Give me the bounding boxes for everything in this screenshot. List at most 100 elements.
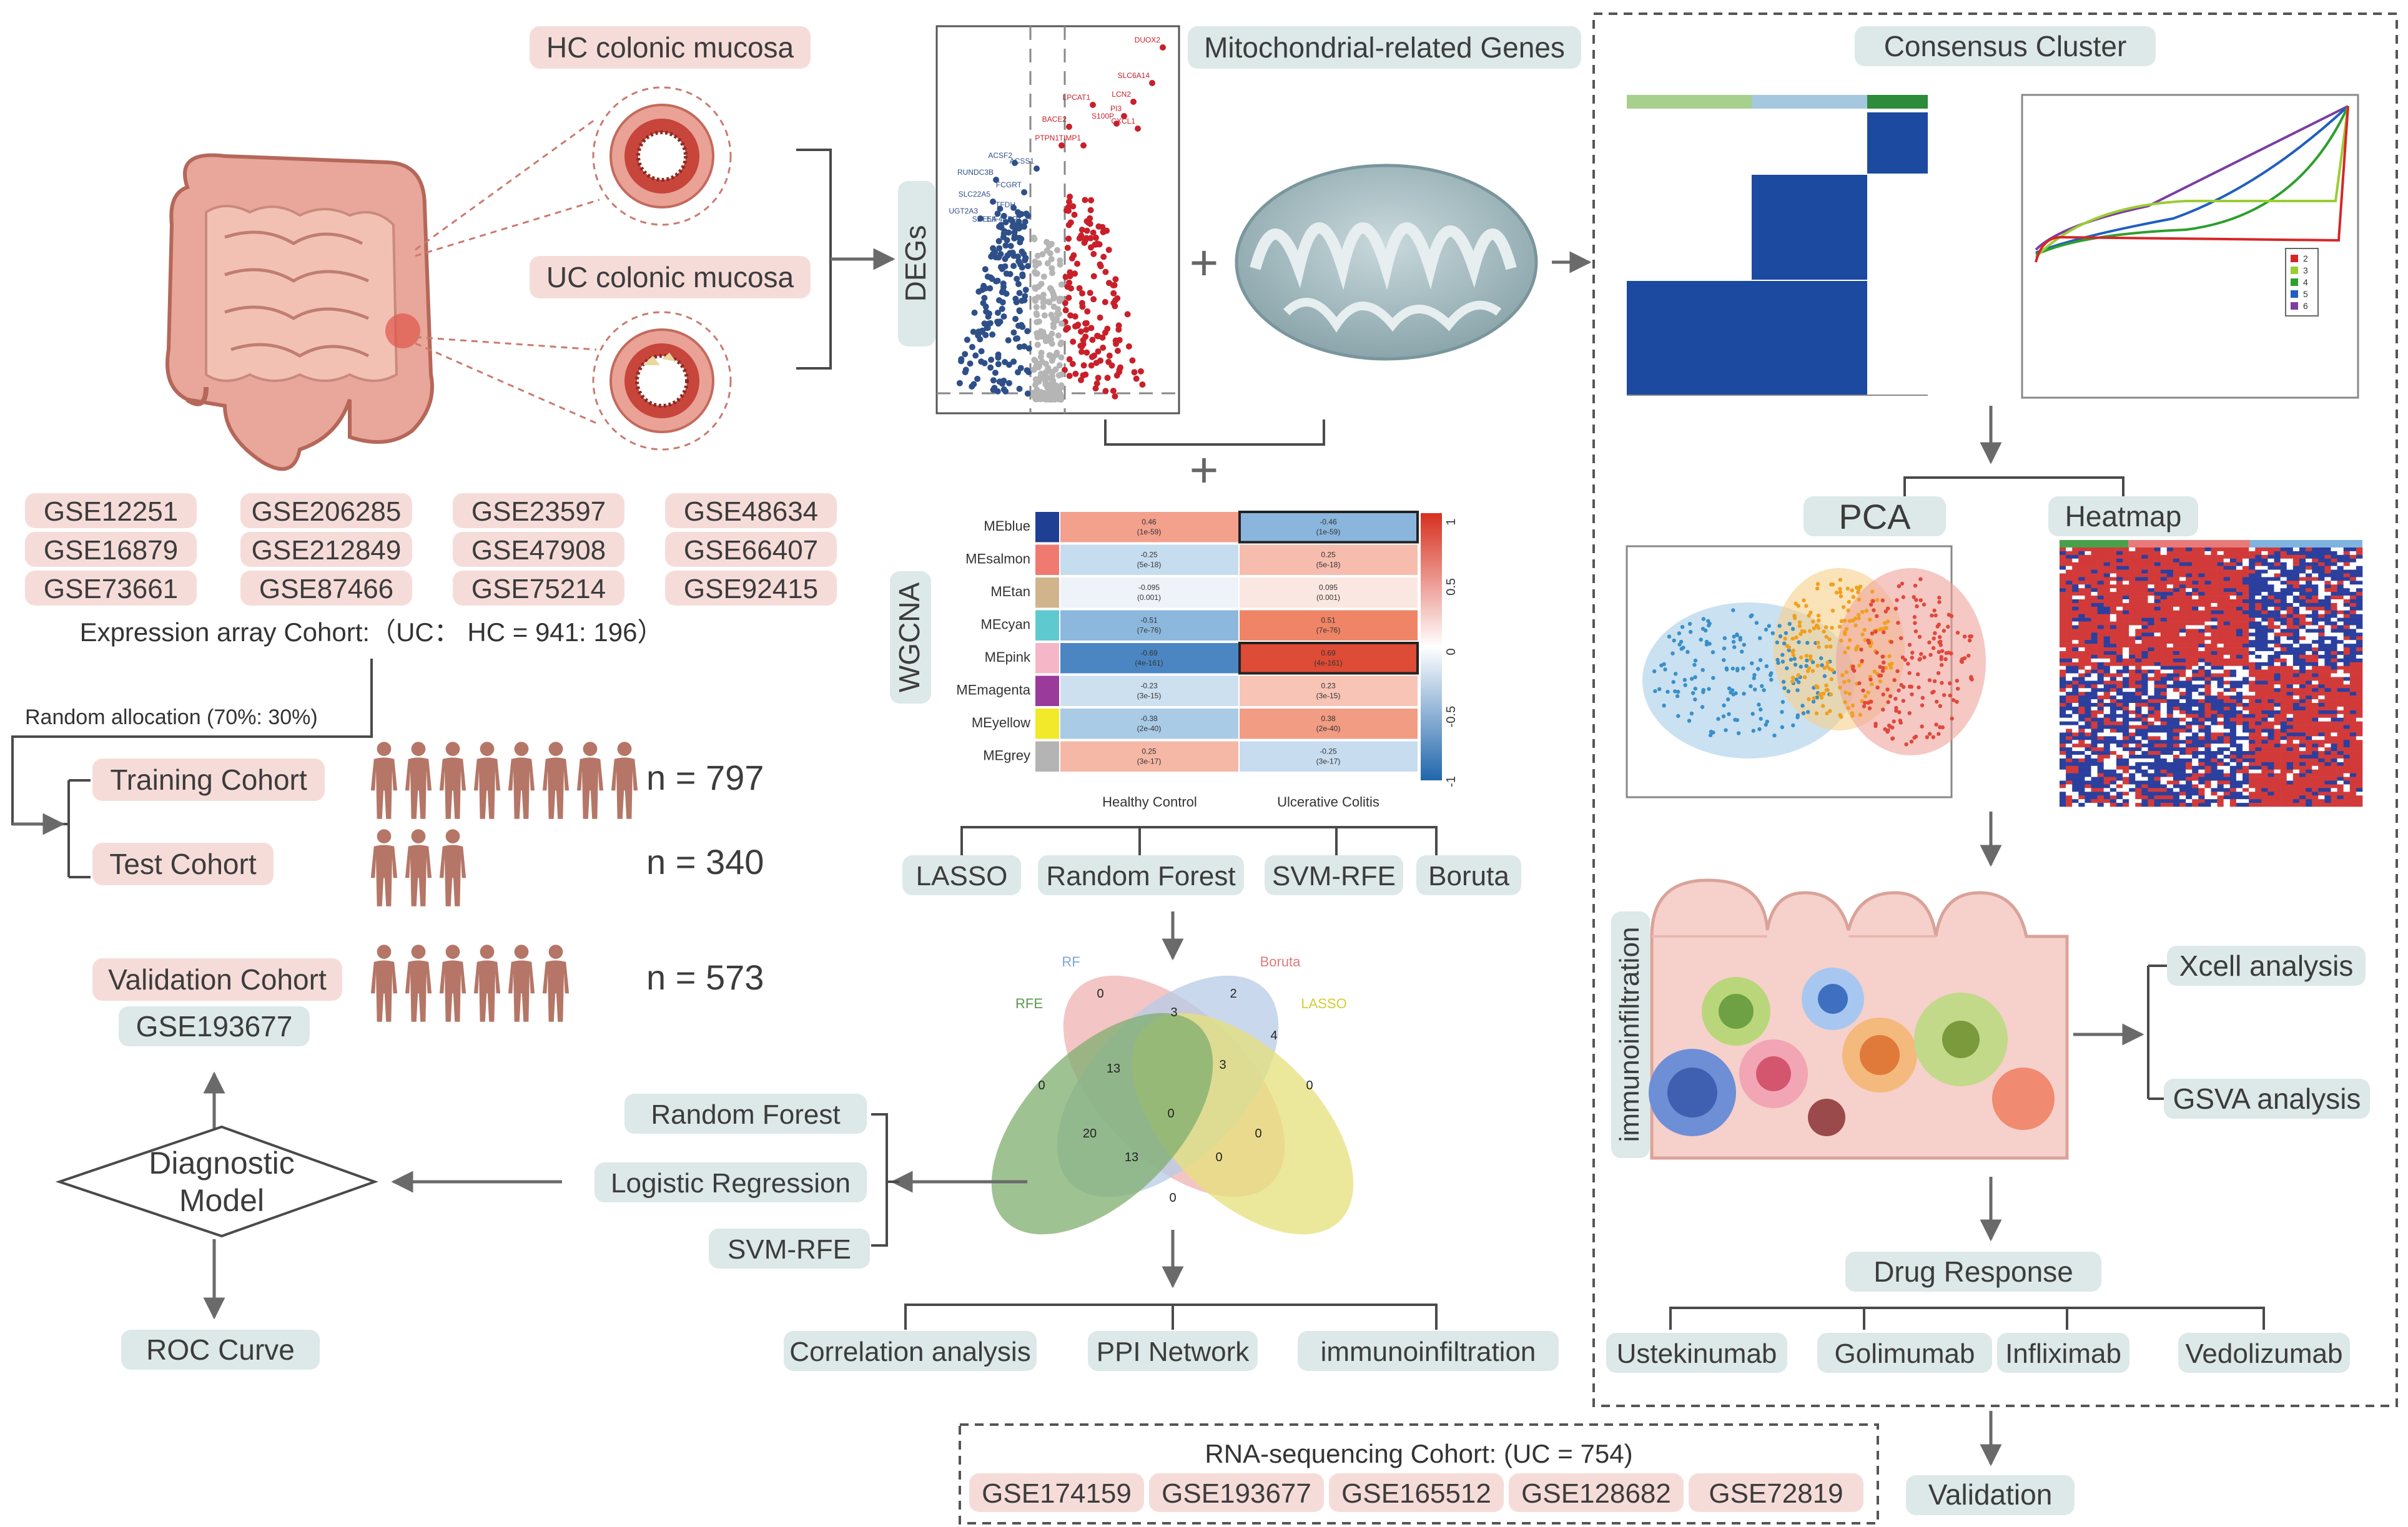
venn-set-label: RF — [1062, 954, 1080, 970]
wgcna-scale-tick: 0 — [1444, 648, 1458, 655]
pca-label: PCA — [1838, 497, 1911, 536]
wgcna-p-value: (4e-161) — [1135, 659, 1163, 667]
wgcna-r-value: 0.46 — [1142, 518, 1157, 526]
wgcna-col-hc: Healthy Control — [1102, 794, 1197, 810]
intestine-illustration — [165, 153, 434, 471]
volcano-plot: DUOX2SLC6A14LCN2PI3CXCL1LPCAT1S100PBACE2… — [935, 25, 1180, 415]
gse-chip: GSE48634 — [684, 496, 818, 527]
wgcna-p-value: (3e-17) — [1316, 757, 1341, 766]
drug-response-label: Drug Response — [1873, 1255, 2073, 1288]
validation-cohort-label: Validation Cohort — [108, 963, 327, 996]
wgcna-module-label: MEtan — [990, 584, 1030, 599]
wgcna-scale-tick: -1 — [1444, 776, 1458, 787]
training-n: n = 797 — [646, 758, 764, 797]
wgcna-module-label: MEgrey — [983, 748, 1030, 764]
venn-count: 3 — [1219, 1058, 1226, 1072]
wgcna-p-value: (3e-15) — [1316, 692, 1341, 700]
wgcna-r-value: 0.38 — [1321, 714, 1336, 723]
wgcna-r-value: 0.69 — [1321, 649, 1336, 657]
wgcna-p-value: (3e-17) — [1137, 757, 1162, 766]
venn-count: 0 — [1169, 1191, 1176, 1205]
model-method-chip: Logistic Regression — [611, 1168, 851, 1199]
heatmap-label: Heatmap — [2065, 500, 2182, 533]
validation-n: n = 573 — [646, 958, 764, 997]
model-method-chip: SVM-RFE — [728, 1234, 851, 1265]
wgcna-r-value: -0.69 — [1140, 649, 1158, 657]
wgcna-cell — [1240, 675, 1418, 706]
test-n: n = 340 — [646, 842, 764, 881]
ml-method-chip: LASSO — [916, 861, 1008, 891]
wgcna-p-value: (7e-76) — [1316, 626, 1341, 635]
volcano-gene-label: ACSS1 — [1010, 157, 1035, 165]
wgcna-p-value: (7e-76) — [1137, 626, 1162, 635]
gse-chip: GSE16879 — [44, 535, 178, 566]
expression-cohort-text: Expression array Cohort:（UC： HC = 941: 1… — [80, 617, 664, 647]
venn-count: 0 — [1038, 1079, 1045, 1092]
wgcna-p-value: (2e-40) — [1137, 724, 1162, 733]
consensus-cluster-label: Consensus Cluster — [1884, 30, 2127, 62]
wgcna-p-value: (0.001) — [1316, 593, 1340, 602]
wgcna-scale-tick: -0.5 — [1444, 706, 1458, 727]
wgcna-r-value: 0.25 — [1142, 747, 1157, 756]
wgcna-cell — [1240, 577, 1418, 608]
wgcna-r-value: 0.51 — [1321, 616, 1336, 625]
immune-cells-illustration — [1649, 878, 2069, 1160]
mito-genes-label: Mitochondrial-related Genes — [1204, 31, 1565, 64]
venn-count: 0 — [1255, 1127, 1261, 1141]
volcano-gene-label: PTPN1 — [1035, 134, 1059, 142]
gse-chip: GSE87466 — [259, 574, 393, 604]
volcano-gene-label: TFDH — [995, 200, 1015, 209]
gse-chip: GSE212849 — [252, 535, 402, 566]
drug-chip: Infliximab — [2005, 1338, 2121, 1369]
wgcna-p-value: (5e-18) — [1316, 561, 1341, 569]
wgcna-r-value: 0.095 — [1319, 583, 1338, 592]
random-allocation-label: Random allocation (70%: 30%) — [25, 705, 318, 729]
wgcna-module-label: MEpink — [985, 649, 1031, 665]
wgcna-col-uc: Ulcerative Colitis — [1277, 794, 1379, 810]
wgcna-module-label: MEyellow — [972, 715, 1030, 730]
volcano-gene-label: RUNDC3B — [957, 168, 994, 177]
wgcna-p-value: (3e-15) — [1137, 692, 1162, 700]
volcano-gene-label: SLC22A5 — [959, 190, 991, 199]
volcano-gene-label: S100P — [1092, 112, 1114, 120]
gse-chip: GSE206285 — [252, 496, 402, 527]
wgcna-cell — [1240, 643, 1418, 674]
downstream-method-chip: Correlation analysis — [789, 1337, 1030, 1367]
venn-count: 13 — [1107, 1062, 1120, 1076]
wgcna-r-value: 0.23 — [1321, 682, 1336, 690]
hc-mucosa-label: HC colonic mucosa — [546, 31, 794, 64]
venn-set-label: LASSO — [1301, 996, 1346, 1011]
wgcna-r-value: -0.095 — [1138, 583, 1160, 592]
wgcna-r-value: -0.25 — [1320, 747, 1337, 756]
rnaseq-cohort-text: RNA-sequencing Cohort: (UC = 754) — [1205, 1439, 1632, 1468]
wgcna-cell — [1240, 544, 1418, 575]
training-cohort-label: Training Cohort — [110, 764, 307, 796]
gse-chip: GSE75214 — [471, 574, 606, 604]
drug-chip: Golimumab — [1835, 1338, 1975, 1369]
rnaseq-gse-chip: GSE174159 — [982, 1478, 1132, 1509]
wgcna-r-value: -0.46 — [1320, 518, 1337, 526]
pca-plot — [1626, 545, 1986, 798]
wgcna-p-value: (1e-59) — [1316, 528, 1341, 536]
cdf-legend-label: 3 — [2303, 265, 2308, 275]
wgcna-cell — [1060, 643, 1238, 674]
rnaseq-gse-chip: GSE193677 — [1162, 1478, 1311, 1509]
diagnostic-model-diamond — [55, 1125, 378, 1238]
model-method-chip: Random Forest — [651, 1099, 840, 1130]
wgcna-r-value: -0.51 — [1140, 616, 1158, 625]
gene-heatmap — [2060, 540, 2363, 807]
cdf-legend-label: 5 — [2303, 289, 2308, 299]
volcano-gene-label: SLC6A14 — [1118, 71, 1150, 80]
degs-label: DEGs — [899, 225, 932, 302]
volcano-gene-label: TIMP1 — [1059, 134, 1082, 142]
wgcna-cell — [1060, 675, 1238, 706]
wgcna-p-value: (4e-161) — [1314, 659, 1342, 667]
ml-method-chip: SVM-RFE — [1272, 861, 1396, 891]
